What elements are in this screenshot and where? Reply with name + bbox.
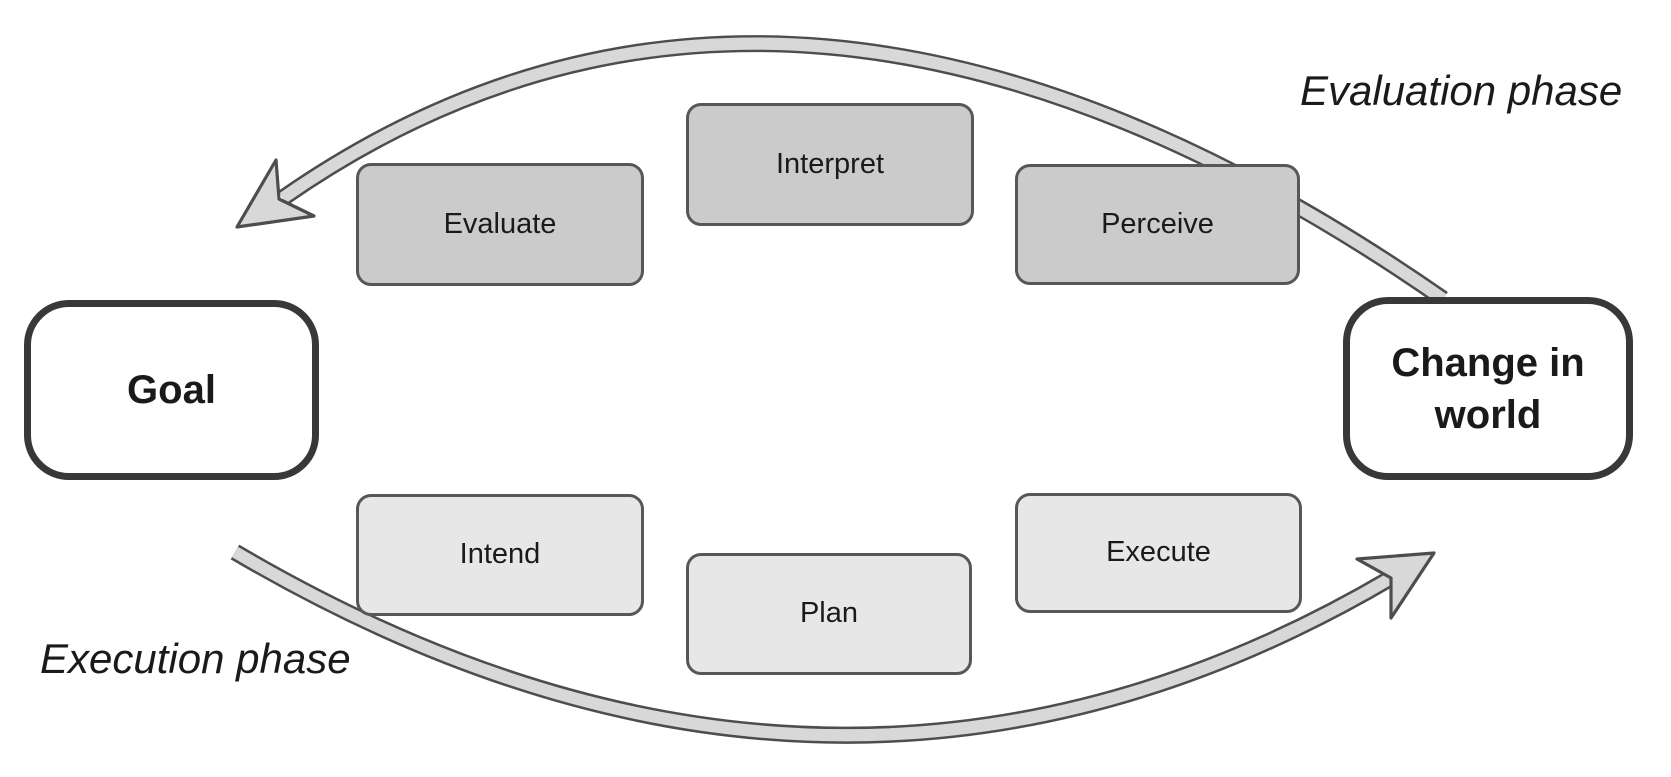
stage-evaluate-label: Evaluate — [443, 207, 557, 240]
stage-intend: Intend — [356, 494, 644, 616]
change-in-world-node: Change in world — [1343, 297, 1633, 480]
stage-execute-label: Execute — [1106, 536, 1211, 569]
execution-arrowhead-icon — [1355, 551, 1436, 620]
stage-evaluate: Evaluate — [356, 163, 644, 286]
stage-execute: Execute — [1015, 493, 1302, 613]
stage-perceive: Perceive — [1015, 164, 1300, 285]
stage-interpret-label: Interpret — [776, 147, 884, 180]
goal-node-label: Goal — [127, 368, 216, 412]
stage-intend-label: Intend — [459, 538, 541, 571]
goal-node: Goal — [24, 300, 319, 480]
stage-plan: Plan — [686, 553, 972, 675]
stage-plan-label: Plan — [799, 597, 859, 630]
change-in-world-node-label: Change in world — [1391, 340, 1585, 437]
stage-perceive-label: Perceive — [1101, 207, 1214, 240]
execution-arrow-band-fill — [231, 546, 1395, 742]
stage-interpret: Interpret — [686, 103, 974, 226]
execution-phase-label: Execution phase — [40, 635, 351, 682]
evaluation-phase-label: Evaluation phase — [1300, 67, 1623, 114]
execution-arrow — [230, 544, 1436, 744]
evaluation-arrowhead-icon — [235, 158, 316, 229]
